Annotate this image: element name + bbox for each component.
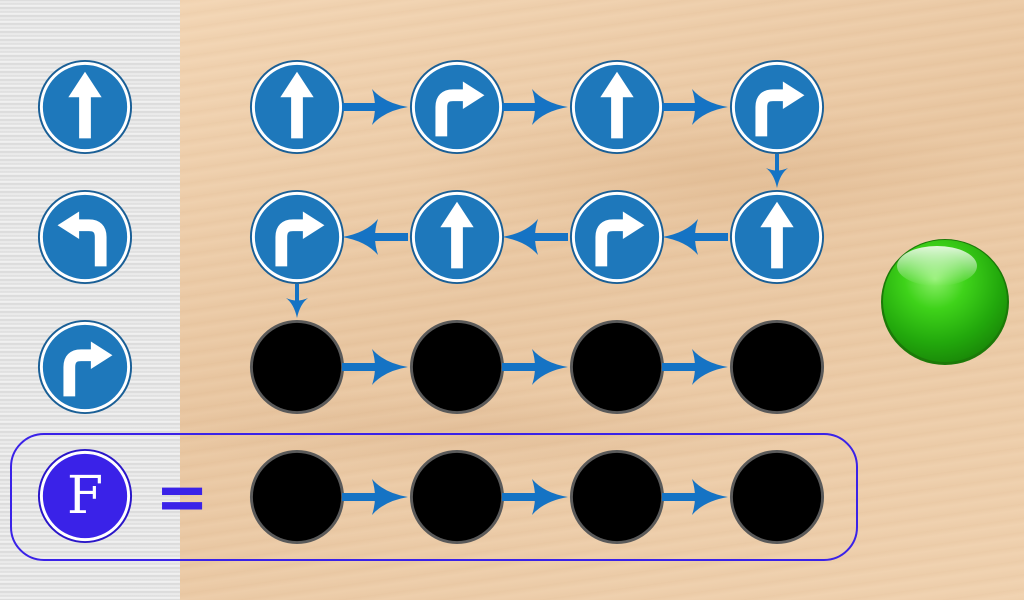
palette-turn-left-command[interactable] bbox=[36, 188, 134, 286]
function-slot4-empty[interactable] bbox=[728, 448, 826, 546]
program-row1-slot1-forward-icon[interactable] bbox=[248, 58, 346, 156]
palette-turn-right-command[interactable] bbox=[36, 318, 134, 416]
program-row3-slot2-empty[interactable] bbox=[408, 318, 506, 416]
flow-arrow-right-icon bbox=[502, 87, 568, 127]
function-letter: F bbox=[66, 466, 104, 526]
flow-arrow-right-icon bbox=[502, 477, 568, 517]
program-row2-slot3-forward-icon[interactable] bbox=[408, 188, 506, 286]
palette-forward-command[interactable] bbox=[36, 58, 134, 156]
program-row3-slot3-empty[interactable] bbox=[568, 318, 666, 416]
flow-arrow-left-icon bbox=[662, 217, 728, 257]
program-row3-slot4-empty[interactable] bbox=[728, 318, 826, 416]
flow-arrow-down-icon bbox=[765, 154, 789, 188]
flow-arrow-right-icon bbox=[502, 347, 568, 387]
flow-arrow-right-icon bbox=[342, 347, 408, 387]
program-row2-slot2-turn-right-icon[interactable] bbox=[568, 188, 666, 286]
flow-arrow-left-icon bbox=[342, 217, 408, 257]
flow-arrow-right-icon bbox=[662, 477, 728, 517]
program-row2-slot4-turn-right-icon[interactable] bbox=[248, 188, 346, 286]
flow-arrow-right-icon bbox=[342, 477, 408, 517]
function-slot1-empty[interactable] bbox=[248, 448, 346, 546]
function-definition-box bbox=[10, 433, 858, 561]
function-slot2-empty[interactable] bbox=[408, 448, 506, 546]
program-row1-slot3-forward-icon[interactable] bbox=[568, 58, 666, 156]
function-badge[interactable] bbox=[36, 447, 134, 545]
program-row1-slot4-turn-right-icon[interactable] bbox=[728, 58, 826, 156]
function-equals-sign: = bbox=[155, 461, 209, 535]
function-slot3-empty[interactable] bbox=[568, 448, 666, 546]
flow-arrow-down-icon bbox=[285, 284, 309, 318]
flow-arrow-left-icon bbox=[502, 217, 568, 257]
program-row2-slot1-forward-icon[interactable] bbox=[728, 188, 826, 286]
run-button-green-ball-icon[interactable] bbox=[879, 236, 1011, 366]
flow-arrow-right-icon bbox=[662, 347, 728, 387]
program-row1-slot2-turn-right-icon[interactable] bbox=[408, 58, 506, 156]
flow-arrow-right-icon bbox=[662, 87, 728, 127]
program-row3-slot1-empty[interactable] bbox=[248, 318, 346, 416]
flow-arrow-right-icon bbox=[342, 87, 408, 127]
